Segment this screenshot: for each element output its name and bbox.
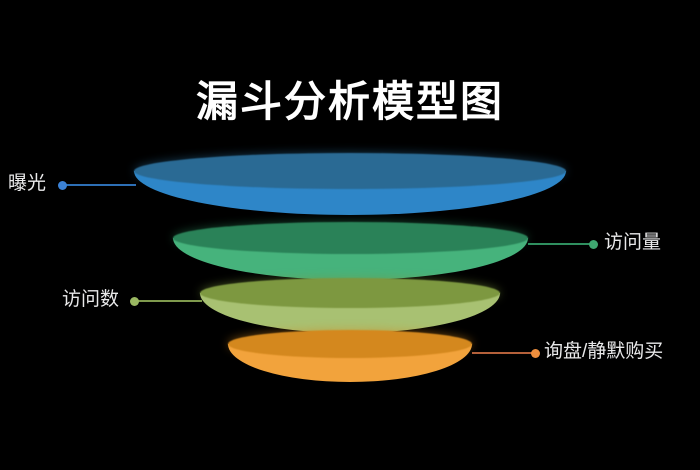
page-title: 漏斗分析模型图	[195, 78, 504, 125]
funnel-label-exposure[interactable]: 曝光	[8, 173, 47, 194]
funnel-label-visit-count[interactable]: 访问数	[62, 289, 120, 310]
funnel-label-visit-volume[interactable]: 访问量	[604, 232, 662, 253]
funnel-stage-exposure[interactable]	[134, 153, 566, 215]
disc-top-inquiry-purchase	[228, 330, 472, 358]
connector-inquiry-purchase	[472, 348, 540, 358]
funnel-stage-visit-volume[interactable]	[173, 222, 528, 280]
disc-top-visit-volume	[173, 222, 528, 254]
disc-top-visit-count	[200, 278, 500, 308]
connector-visit-volume	[528, 239, 598, 249]
connector-visit-count	[130, 296, 202, 306]
disc-top-exposure	[134, 153, 566, 189]
funnel-stage-visit-count[interactable]	[200, 278, 500, 333]
connector-dot-visit-volume	[589, 239, 598, 249]
funnel-label-inquiry-purchase[interactable]: 询盘/静默购买	[544, 341, 664, 362]
connector-dot-exposure	[58, 180, 67, 190]
funnel-stage-inquiry-purchase[interactable]	[228, 330, 472, 382]
connector-dot-visit-count	[130, 296, 139, 306]
connector-dot-inquiry-purchase	[531, 348, 540, 358]
connector-exposure	[58, 180, 136, 190]
